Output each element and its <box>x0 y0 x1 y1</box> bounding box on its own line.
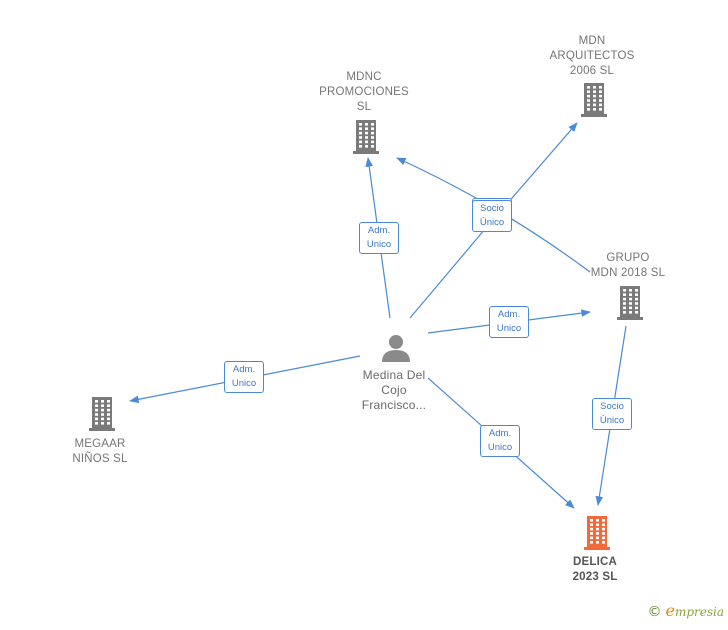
brand-initial: e <box>665 601 675 620</box>
building-icon[interactable] <box>584 516 610 550</box>
node-label-mdnc[interactable]: MDNC PROMOCIONES SL <box>319 71 409 113</box>
edge-label-grupo-delica[interactable]: Socio Único <box>592 398 632 430</box>
building-icon[interactable] <box>581 83 607 117</box>
footer-brand: ©empresia <box>647 601 724 620</box>
node-label-grupo[interactable]: GRUPO MDN 2018 SL <box>590 252 666 279</box>
person-icon[interactable] <box>382 335 410 362</box>
edge-label-person-mdnc[interactable]: Adm. Unico <box>359 222 399 254</box>
copyright-symbol: © <box>647 604 662 620</box>
edge-person-mdn_arq <box>409 122 578 319</box>
building-icon[interactable] <box>89 397 115 431</box>
edge-label-person-grupo[interactable]: Adm. Unico <box>489 306 529 338</box>
building-icon[interactable] <box>353 120 379 154</box>
node-label-mdn_arq[interactable]: MDN ARQUITECTOS 2006 SL <box>549 35 635 77</box>
node-label-delica[interactable]: DELICA 2023 SL <box>572 556 618 583</box>
brand-name: mpresia <box>674 605 724 619</box>
edge-label-person-delica[interactable]: Adm. Unico <box>480 425 520 457</box>
node-label-person[interactable]: Medina Del Cojo Francisco... <box>361 368 427 412</box>
node-label-megaar[interactable]: MEGAAR NIÑOS SL <box>72 438 128 465</box>
edge-label-person-megaar[interactable]: Adm. Unico <box>224 361 264 393</box>
edge-label-person-mdn_arq[interactable]: Socio Único <box>472 200 512 232</box>
building-icon[interactable] <box>617 286 643 320</box>
